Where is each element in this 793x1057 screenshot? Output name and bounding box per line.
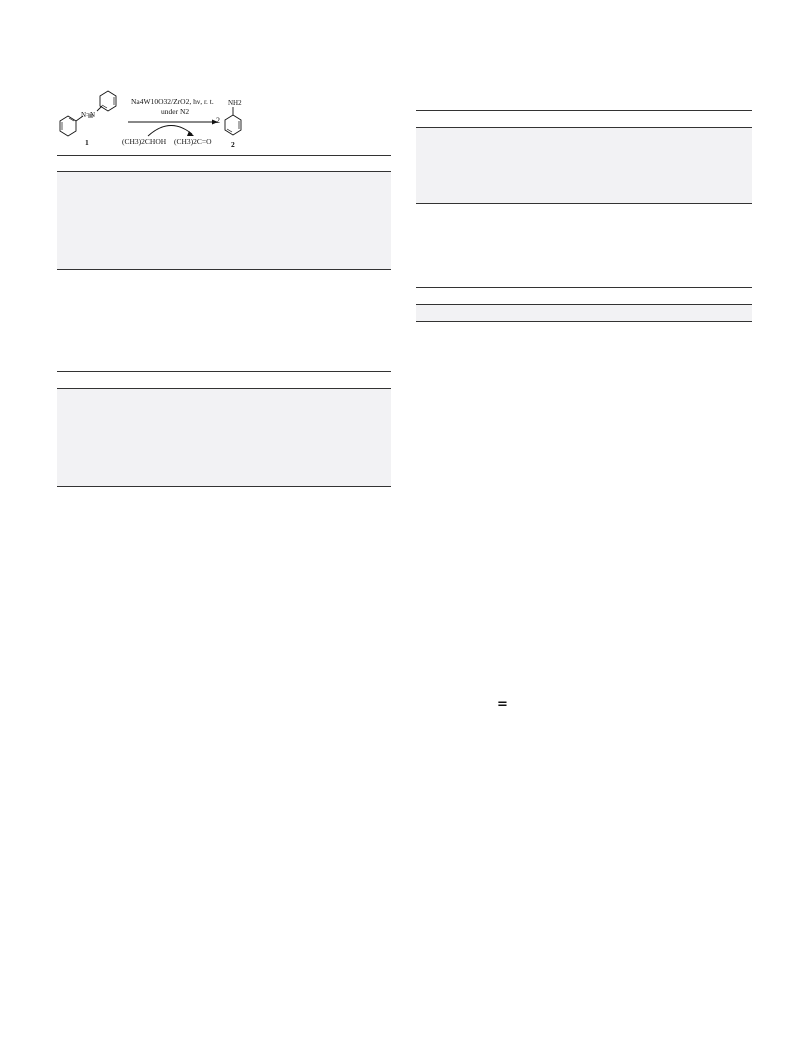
- table-body: [57, 172, 391, 270]
- table-header-rule: [416, 304, 752, 305]
- table-4: [416, 287, 752, 323]
- compound-1-label: 1: [85, 138, 89, 147]
- condition-label: under N2: [161, 107, 190, 116]
- table-bottom-rule: [57, 486, 391, 487]
- stoichiometric-coefficient: 2: [216, 116, 220, 125]
- table-3: [416, 110, 752, 205]
- table-header-rule: [57, 388, 391, 389]
- isopropanol-label: (CH3)2CHOH: [122, 137, 167, 146]
- table-bottom-rule: [416, 321, 752, 322]
- table-2: [57, 371, 391, 488]
- reaction-scheme: N=N Na4W10O32/ZrO2, hν, r. t. under N2 (…: [50, 88, 250, 158]
- azobenzene-structure: [59, 90, 117, 137]
- reaction-arrow: [128, 119, 218, 137]
- table-header-rule: [416, 127, 752, 128]
- aniline-structure: [224, 107, 242, 136]
- table-1: [57, 155, 391, 271]
- table-bottom-rule: [416, 203, 752, 204]
- equation-equals-sign: =: [497, 697, 508, 712]
- table-body: [57, 389, 391, 486]
- acetone-label: (CH3)2C=O: [174, 137, 212, 146]
- table-top-rule: [57, 371, 391, 372]
- table-bottom-rule: [57, 269, 391, 270]
- table-top-rule: [416, 287, 752, 288]
- table-top-rule: [57, 155, 391, 156]
- azo-label: N=N: [81, 111, 96, 119]
- table-header-rule: [57, 171, 391, 172]
- table-body: [416, 305, 752, 321]
- table-top-rule: [416, 110, 752, 111]
- amine-label: NH2: [228, 99, 242, 107]
- catalyst-label: Na4W10O32/ZrO2, hν, r. t.: [131, 97, 214, 106]
- compound-2-label: 2: [231, 140, 235, 149]
- table-body: [416, 128, 752, 203]
